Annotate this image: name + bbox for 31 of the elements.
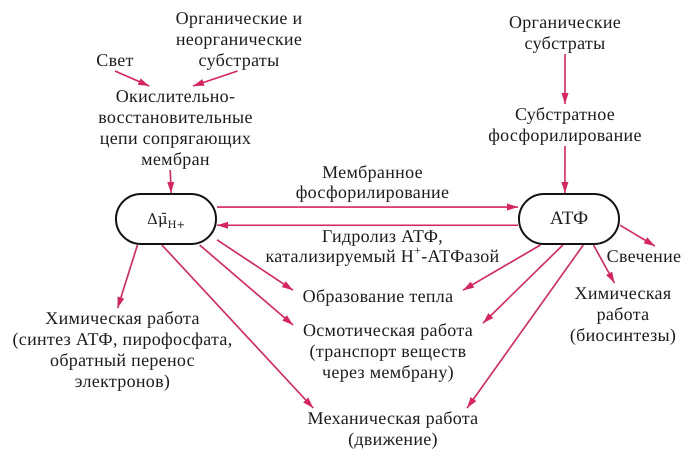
source-label: Органические и неорганические субстраты [165,8,313,71]
arrow [620,224,656,247]
rounded-frame: Δμ̄$_{H+}$ [115,193,217,245]
outcome-label: Химическая работа (биосинтезы) [562,283,684,346]
arrow [217,204,518,211]
process-label: Окислительно-восстановительные цепи сопрягающих мембран [88,86,263,170]
edge-label: Гидролиз АТФ, катализируемый H$^{+}$-АТФазой [264,226,500,266]
source-label: Органические субстраты [497,12,633,54]
source-label: Свет [90,50,140,71]
rounded-frame: АТФ [518,193,620,245]
arrow [466,244,584,408]
outcome-label: Образование тепла [293,286,463,307]
arrow [462,244,541,291]
arrow [562,54,568,104]
arrow [561,146,568,193]
arrow [217,222,518,229]
outcome-label: Химическая работа (синтез АТФ, пирофосфата, обратный перенос электронов) [0,308,245,392]
arrow [199,244,294,326]
arrow [482,244,564,324]
arrow [192,70,238,87]
arrow [216,239,294,291]
arrow [161,244,314,409]
arrow [114,70,150,87]
edge-label: Мембранное фосфорилирование [294,162,450,202]
arrow [116,244,138,308]
outcome-label: Механическая работа (движение) [298,408,488,450]
arrow [167,170,174,194]
arrow [592,244,616,284]
process-label: Субстратное фосфорилирование [480,104,650,146]
outcome-label: Осмотическая работа (транспорт веществ через мембрану) [293,320,483,383]
outcome-label: Свечение [602,246,686,267]
